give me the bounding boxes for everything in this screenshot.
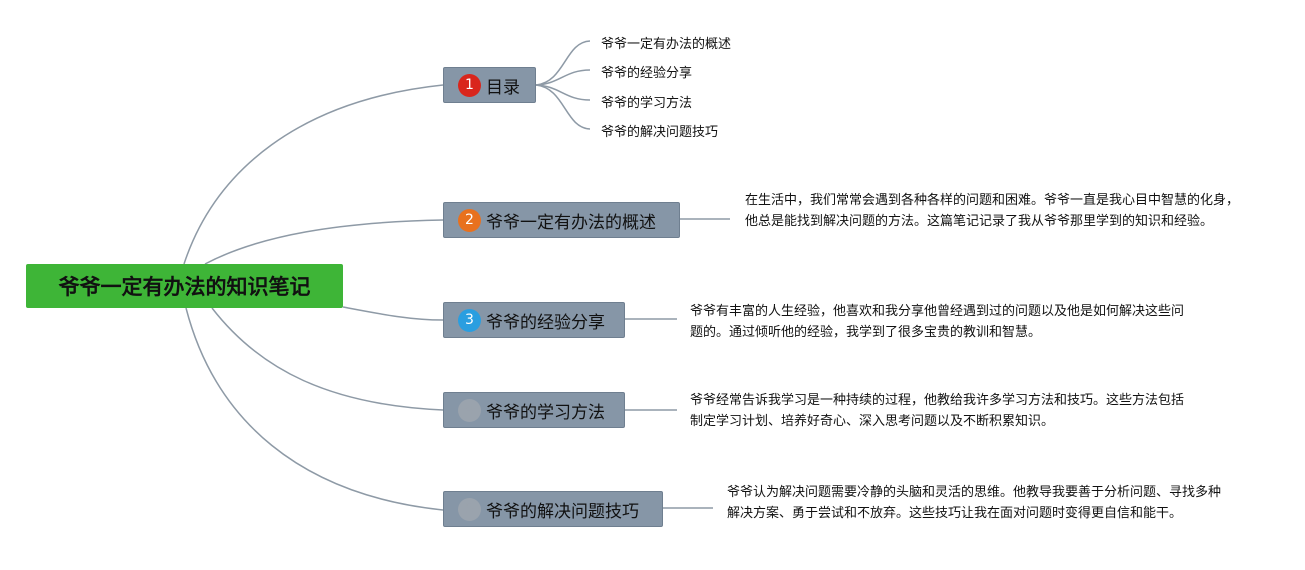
number-badge-icon: 3 — [458, 308, 481, 332]
connector-root-topic-2 — [204, 219, 444, 265]
number-badge-icon: 4 — [458, 398, 481, 422]
topic-label: 爷爷的经验分享 — [486, 312, 605, 333]
connector-toc-2 — [535, 69, 591, 86]
connector-root-topic-1 — [183, 84, 444, 265]
connector-root-topic-4 — [211, 307, 444, 411]
experience-description: 爷爷有丰富的人生经验，他喜欢和我分享他曾经遇到过的问题以及他是如何解决这些问题的… — [690, 304, 1185, 340]
toc-item[interactable]: 爷爷的学习方法 — [601, 96, 693, 111]
root-topic[interactable]: 爷爷一定有办法的知识笔记 — [26, 264, 343, 308]
toc-item[interactable]: 爷爷的经验分享 — [601, 66, 693, 81]
root-title: 爷爷一定有办法的知识笔记 — [58, 275, 311, 299]
topic-label: 爷爷一定有办法的概述 — [486, 212, 656, 233]
number-badge-icon: 1 — [458, 73, 481, 97]
topic-learning-methods[interactable]: 4 爷爷的学习方法 — [443, 392, 625, 428]
connector-root-topic-5 — [185, 307, 444, 511]
toc-item[interactable]: 爷爷的解决问题技巧 — [601, 125, 719, 140]
overview-description: 在生活中，我们常常会遇到各种各样的问题和困难。爷爷一直是我心目中智慧的化身，他总… — [745, 193, 1240, 229]
topic-experience[interactable]: 3 爷爷的经验分享 — [443, 302, 625, 338]
number-badge-icon: 5 — [458, 497, 481, 521]
topic-label: 爷爷的学习方法 — [486, 402, 605, 423]
topic-label: 爷爷的解决问题技巧 — [486, 501, 639, 522]
connector-root-topic-3 — [342, 306, 444, 321]
connector-toc-4 — [535, 84, 591, 130]
topic-toc[interactable]: 1 目录 — [443, 67, 536, 103]
topic-label: 目录 — [486, 77, 520, 98]
topic-problem-solving[interactable]: 5 爷爷的解决问题技巧 — [443, 491, 663, 527]
problem-solving-description: 爷爷认为解决问题需要冷静的头脑和灵活的思维。他教导我要善于分析问题、寻找多种解决… — [727, 485, 1222, 521]
connector-toc-1 — [535, 40, 591, 86]
learning-methods-description: 爷爷经常告诉我学习是一种持续的过程，他教给我许多学习方法和技巧。这些方法包括制定… — [690, 393, 1185, 429]
toc-item[interactable]: 爷爷一定有办法的概述 — [601, 37, 732, 52]
topic-overview[interactable]: 2 爷爷一定有办法的概述 — [443, 202, 680, 238]
number-badge-icon: 2 — [458, 208, 481, 232]
